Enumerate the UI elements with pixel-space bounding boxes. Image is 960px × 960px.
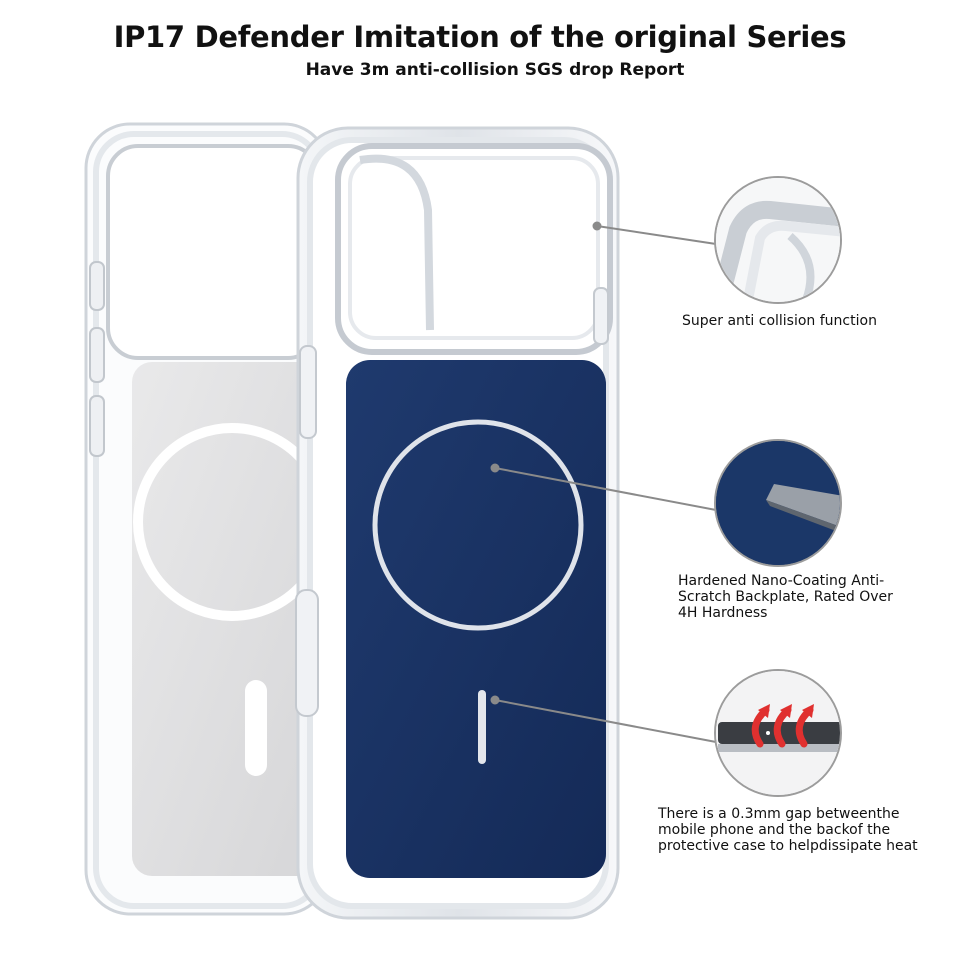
- nano-coating-icon: [714, 439, 842, 567]
- magsafe-alignment-bar: [478, 690, 486, 764]
- heat-gap-icon: [714, 669, 842, 797]
- backplate: [346, 360, 606, 878]
- page-subtitle: Have 3m anti-collision SGS drop Report: [305, 60, 685, 80]
- case-front-view: [295, 126, 620, 920]
- bumper-corner-icon: [714, 176, 842, 304]
- feature-caption-coating: Hardened Nano-Coating Anti-Scratch Backp…: [678, 573, 893, 621]
- page-title: IP17 Defender Imitation of the original …: [113, 20, 847, 54]
- case-rear-view: [84, 122, 331, 916]
- magsafe-ring: [372, 419, 584, 631]
- feature-caption-collision: Super anti collision function: [682, 313, 877, 329]
- feature-caption-heat: There is a 0.3mm gap betweenthe mobile p…: [658, 806, 918, 854]
- callout-lines: [490, 221, 717, 743]
